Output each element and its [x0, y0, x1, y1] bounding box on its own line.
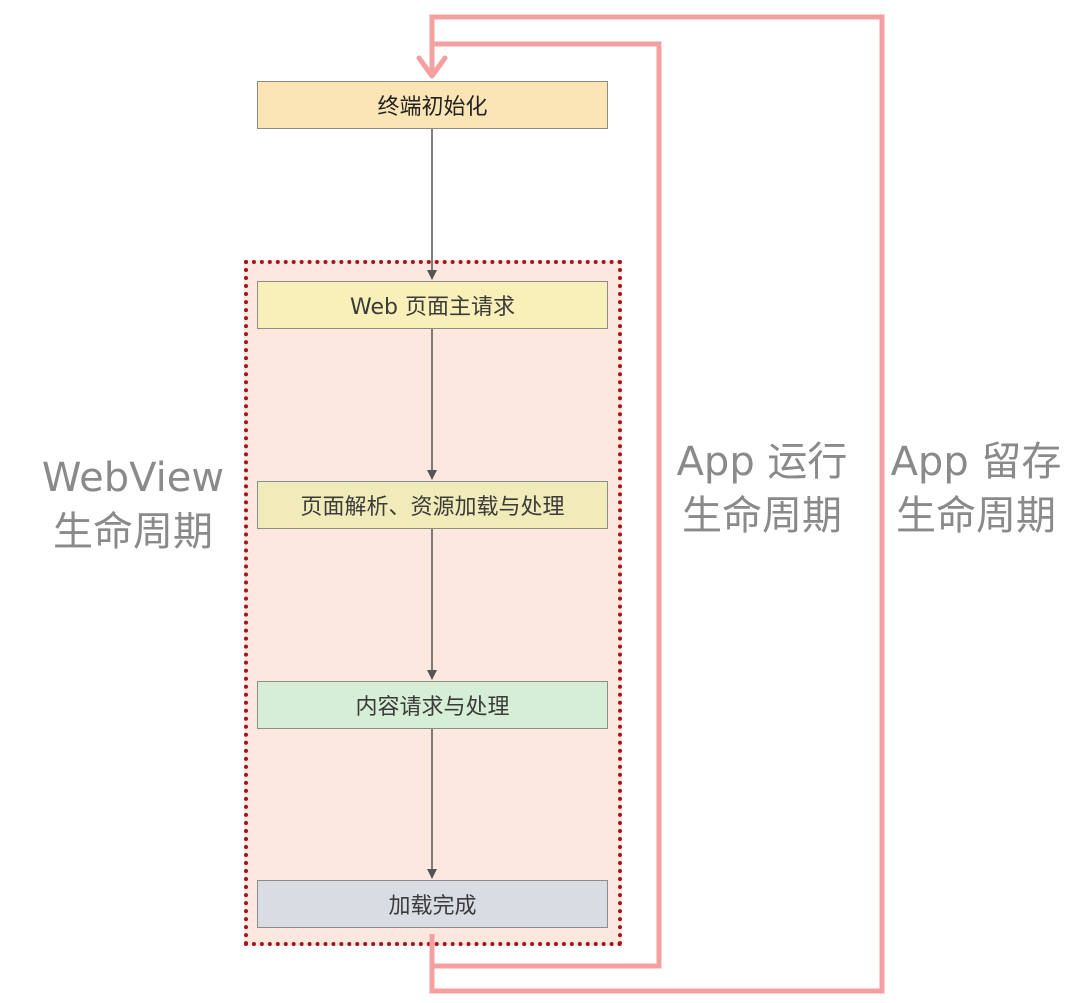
- node-terminal-init: 终端初始化: [257, 81, 608, 129]
- webview-label-line2: 生命周期: [53, 509, 213, 555]
- app-run-label-line2: 生命周期: [682, 493, 842, 539]
- webview-lifecycle-region: [244, 260, 622, 946]
- node-page-parse-resource-load: 页面解析、资源加载与处理: [257, 481, 608, 529]
- node-content-request: 内容请求与处理: [257, 681, 608, 729]
- app-retain-label-line1: App 留存: [890, 439, 1062, 485]
- app-retain-label-line2: 生命周期: [896, 493, 1056, 539]
- node-load-complete: 加载完成: [257, 880, 608, 928]
- app-run-label-line1: App 运行: [676, 439, 848, 485]
- webview-lifecycle-label: WebView 生命周期: [38, 451, 228, 559]
- webview-label-line1: WebView: [41, 455, 225, 501]
- app-retain-lifecycle-label: App 留存 生命周期: [886, 435, 1066, 543]
- loop-arrowhead: [416, 55, 448, 79]
- node-web-main-request: Web 页面主请求: [257, 281, 608, 329]
- app-run-lifecycle-label: App 运行 生命周期: [672, 435, 852, 543]
